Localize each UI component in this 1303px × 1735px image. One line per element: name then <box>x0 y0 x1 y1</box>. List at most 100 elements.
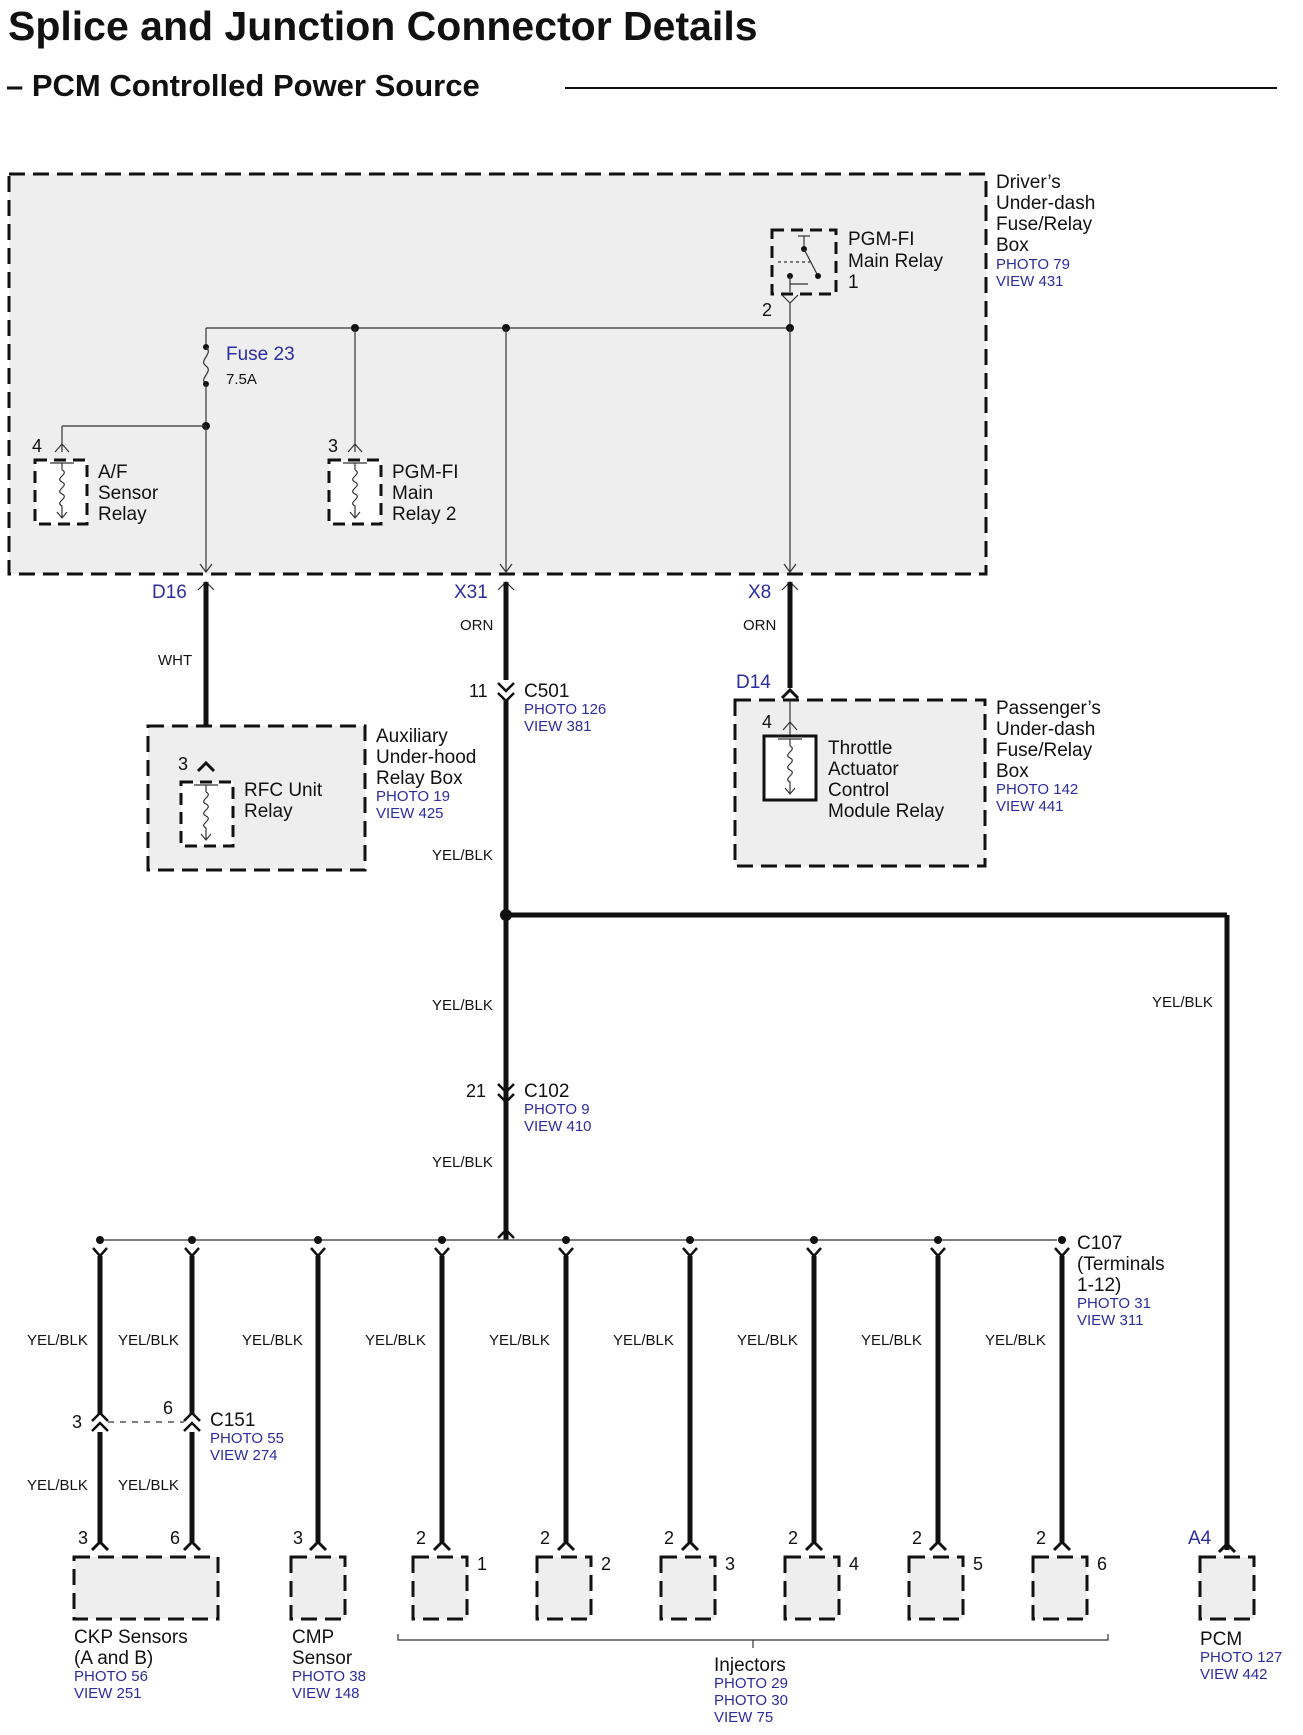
svg-text:PHOTO 19: PHOTO 19 <box>376 788 450 805</box>
pgm-fi-main-relay-2 <box>327 458 383 526</box>
svg-text:Module Relay: Module Relay <box>828 801 945 822</box>
cmp-pin: 3 <box>293 1528 303 1548</box>
c107-terminal-arrow <box>682 1247 698 1258</box>
wire-orn-x8: ORN <box>743 617 776 634</box>
svg-text:RFC Unit: RFC Unit <box>244 780 323 801</box>
bus-terminal-dot <box>562 1236 570 1244</box>
bus-terminal-dot <box>188 1236 196 1244</box>
svg-text:VIEW 148: VIEW 148 <box>292 1685 360 1702</box>
c102-name: C102 <box>524 1081 569 1102</box>
c501-view: VIEW 381 <box>524 718 592 735</box>
svg-text:PHOTO 142: PHOTO 142 <box>996 781 1078 798</box>
throttle-relay-label: Throttle Actuator Control Module Relay <box>828 738 945 822</box>
connector-x31: X31 <box>454 582 488 603</box>
injector-3 <box>659 1555 717 1621</box>
rfc-unit-relay-label: RFC Unit Relay <box>244 780 323 822</box>
fuse-23-rating: 7.5A <box>226 371 257 388</box>
ckp-pin-right: 6 <box>170 1528 180 1548</box>
injector-number: 4 <box>849 1554 859 1574</box>
injector-number: 2 <box>601 1554 611 1574</box>
svg-text:Box: Box <box>996 761 1029 782</box>
svg-text:CKP Sensors: CKP Sensors <box>74 1627 188 1648</box>
svg-text:Driver’s: Driver’s <box>996 172 1061 193</box>
wire-yel-blk-c501: YEL/BLK <box>432 847 493 864</box>
svg-text:Box: Box <box>996 235 1029 256</box>
ckp-sensors-label: CKP Sensors (A and B) PHOTO 56 VIEW 251 <box>74 1627 188 1702</box>
page-subtitle: – PCM Controlled Power Source <box>6 68 480 103</box>
injector-5 <box>907 1555 965 1621</box>
main-relay-2-pin: 3 <box>328 436 338 456</box>
connector-x8: X8 <box>748 582 771 603</box>
c102-view: VIEW 410 <box>524 1118 592 1135</box>
svg-text:Sensor: Sensor <box>292 1648 353 1669</box>
svg-text:PHOTO 30: PHOTO 30 <box>714 1692 788 1709</box>
c107-terminal-arrow <box>930 1247 946 1258</box>
injector-number: 6 <box>1097 1554 1107 1574</box>
c501-pin: 11 <box>469 681 488 701</box>
bus-terminal-dot <box>1058 1236 1066 1244</box>
c107-terminal-arrow <box>806 1247 822 1258</box>
injector-6 <box>1031 1555 1089 1621</box>
svg-text:Sensor: Sensor <box>98 483 159 504</box>
branch-wire-label: YEL/BLK <box>861 1332 922 1349</box>
svg-text:PGM-FI: PGM-FI <box>848 229 915 250</box>
injectors-label: Injectors PHOTO 29 PHOTO 30 VIEW 75 <box>714 1655 788 1726</box>
injector-number: 3 <box>725 1554 735 1574</box>
svg-text:VIEW 442: VIEW 442 <box>1200 1666 1268 1683</box>
bus-terminal-dot <box>810 1236 818 1244</box>
c151-pin-left: 3 <box>72 1412 82 1432</box>
branch-wire-label: YEL/BLK <box>737 1332 798 1349</box>
wire-yel-blk-upper: YEL/BLK <box>432 997 493 1014</box>
svg-text:VIEW 251: VIEW 251 <box>74 1685 142 1702</box>
pgm-fi-main-relay-2-label: PGM-FI Main Relay 2 <box>392 462 459 525</box>
main-relay-1-pin: 2 <box>762 300 772 320</box>
c107-terminal-arrow <box>184 1247 200 1258</box>
ckp-pin-left: 3 <box>78 1528 88 1548</box>
c151-view: VIEW 274 <box>210 1447 278 1464</box>
svg-text:Actuator: Actuator <box>828 759 899 780</box>
ckp-sensors <box>72 1555 220 1621</box>
svg-text:CMP: CMP <box>292 1627 334 1648</box>
svg-text:PHOTO 29: PHOTO 29 <box>714 1675 788 1692</box>
aux-relay-box-label: Auxiliary Under-hood Relay Box PHOTO 19 … <box>376 726 476 822</box>
svg-text:1: 1 <box>848 272 859 293</box>
c501-photo: PHOTO 126 <box>524 701 606 718</box>
throttle-actuator-control-module-relay <box>762 734 818 802</box>
c151-pin-right: 6 <box>163 1398 173 1418</box>
injectors-group: 2 1 2 2 2 3 2 4 2 5 <box>411 1528 1107 1621</box>
injector: 2 2 <box>535 1528 611 1621</box>
branch-wire-label: YEL/BLK <box>985 1332 1046 1349</box>
c107-terminal-arrow <box>310 1247 326 1258</box>
injector: 2 4 <box>783 1528 859 1621</box>
injector-number: 1 <box>477 1554 487 1574</box>
branch-wire-label: YEL/BLK <box>613 1332 674 1349</box>
svg-text:(Terminals: (Terminals <box>1077 1254 1165 1275</box>
bus-terminal-dot <box>438 1236 446 1244</box>
wire-wht: WHT <box>158 652 192 669</box>
branch-wire-label: YEL/BLK <box>118 1332 179 1349</box>
injector-pin: 2 <box>788 1528 798 1548</box>
c107-terminal-arrow <box>1054 1247 1070 1258</box>
injector: 2 3 <box>659 1528 735 1621</box>
svg-text:A/F: A/F <box>98 462 128 483</box>
page-title: Splice and Junction Connector Details <box>8 3 758 49</box>
injector-2 <box>535 1555 593 1621</box>
svg-text:PHOTO 127: PHOTO 127 <box>1200 1649 1282 1666</box>
injector-pin: 2 <box>1036 1528 1046 1548</box>
svg-text:Main Relay: Main Relay <box>848 251 944 272</box>
c501-connector <box>497 682 515 703</box>
connector-a4: A4 <box>1188 1528 1212 1549</box>
injector-pin: 2 <box>664 1528 674 1548</box>
c151-photo: PHOTO 55 <box>210 1430 284 1447</box>
injector-pin: 2 <box>540 1528 550 1548</box>
svg-text:Throttle: Throttle <box>828 738 892 759</box>
injector-pin: 2 <box>416 1528 426 1548</box>
wire-yel-blk-pcm: YEL/BLK <box>1152 994 1213 1011</box>
wire-yel-blk-ckp-lower-2: YEL/BLK <box>118 1477 179 1494</box>
c107-terminal-arrow <box>434 1247 450 1258</box>
svg-text:Fuse/Relay: Fuse/Relay <box>996 214 1093 235</box>
pcm <box>1198 1555 1256 1621</box>
af-sensor-relay <box>33 458 89 526</box>
svg-text:Auxiliary: Auxiliary <box>376 726 448 747</box>
